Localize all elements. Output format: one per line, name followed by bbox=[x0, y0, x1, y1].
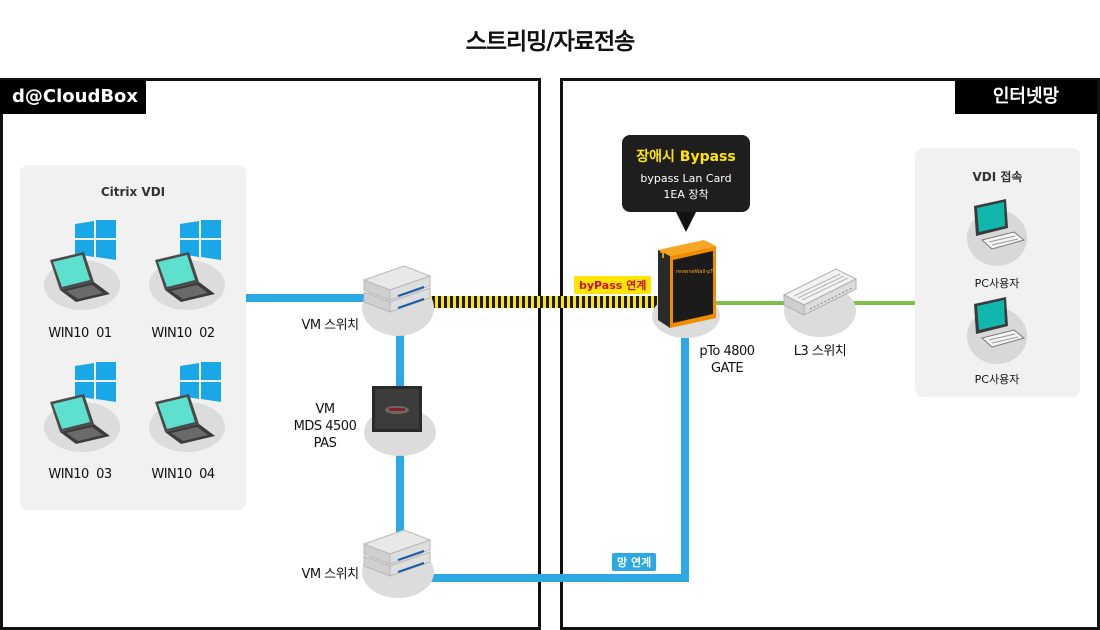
windows-logo-icon bbox=[180, 220, 221, 260]
windows-logo-icon bbox=[75, 220, 116, 260]
vm-mds-label-line2: MDS 4500 bbox=[293, 419, 357, 434]
device-box-text: reverseWall-pTo bbox=[676, 269, 716, 275]
vdi-access-title: VDI 접속 bbox=[972, 170, 1023, 184]
pto-gate-label-line1: pTo 4800 bbox=[699, 344, 755, 359]
pc-user-label-1: PC사용자 bbox=[974, 277, 1020, 290]
server-switch-icon bbox=[362, 265, 434, 336]
laptop-icon bbox=[44, 362, 120, 452]
l3-switch-label: L3 스위치 bbox=[793, 344, 847, 359]
pc-label-win10-03: WIN10 03 bbox=[48, 467, 112, 482]
bypass-callout-line1: bypass Lan Card bbox=[640, 172, 732, 185]
l3-switch-icon bbox=[782, 268, 858, 337]
vm-mds-label-line1: VM bbox=[315, 402, 335, 417]
bypass-callout bbox=[622, 135, 750, 212]
network-link-label: 망 연계 bbox=[612, 553, 657, 571]
citrix-vdi-title: Citrix VDI bbox=[100, 185, 166, 199]
pc-label-win10-04: WIN10 04 bbox=[151, 467, 215, 482]
bypass-callout-heading: 장애시 Bypass bbox=[636, 149, 736, 165]
vm-switch-top-label: VM 스위치 bbox=[301, 318, 359, 333]
pto-gateway-icon: reverseWall-pTo T bbox=[652, 240, 720, 338]
svg-text:T: T bbox=[660, 251, 667, 261]
page-title: 스트리밍/자료전송 bbox=[465, 29, 636, 55]
vm-switch-bottom-label: VM 스위치 bbox=[301, 567, 359, 582]
pto-gate-label-line2: GATE bbox=[710, 361, 744, 376]
pc-label-win10-02: WIN10 02 bbox=[151, 326, 215, 341]
bypass-callout-line2: 1EA 장착 bbox=[663, 188, 709, 201]
link-network bbox=[428, 330, 689, 582]
windows-logo-icon bbox=[180, 362, 221, 402]
bypass-link-label: byPass 연계 bbox=[574, 276, 652, 294]
down-arrow-icon bbox=[676, 212, 696, 232]
link-bypass bbox=[428, 296, 660, 308]
laptop-icon bbox=[149, 220, 225, 310]
cloudbox-zone-tag: d@CloudBox bbox=[0, 80, 146, 114]
windows-logo-icon bbox=[75, 362, 116, 402]
desktop-pc-icon bbox=[967, 199, 1027, 266]
vm-mds-label-line3: PAS bbox=[313, 436, 337, 451]
mds-appliance-icon bbox=[364, 386, 436, 456]
server-switch-icon bbox=[362, 529, 434, 598]
desktop-pc-icon bbox=[967, 297, 1027, 364]
laptop-icon bbox=[44, 220, 120, 310]
internet-zone-tag: 인터넷망 bbox=[955, 80, 1097, 114]
pc-label-win10-01: WIN10 01 bbox=[48, 326, 112, 341]
laptop-icon bbox=[149, 362, 225, 452]
pc-user-label-2: PC사용자 bbox=[974, 373, 1020, 386]
cloudbox-zone bbox=[0, 78, 541, 630]
internet-zone bbox=[560, 78, 1100, 630]
